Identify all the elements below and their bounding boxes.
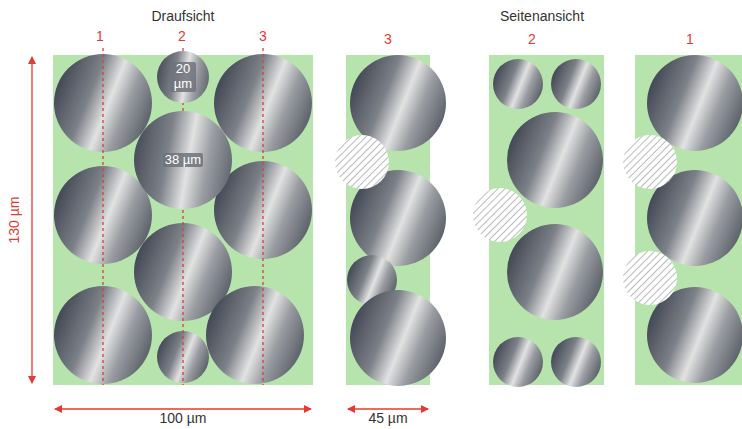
section-number: 2 <box>178 29 186 44</box>
section-number: 1 <box>96 29 104 44</box>
dimension-label: 45 µm <box>368 412 407 427</box>
section-number: 3 <box>384 32 392 47</box>
size-label: 20 µm <box>170 62 196 92</box>
small-particle: 20 µm <box>157 51 209 103</box>
size-label: 38 µm <box>163 153 203 168</box>
view-title: Draufsicht <box>151 9 214 24</box>
section-number: 2 <box>528 32 536 47</box>
dimension-label: 100 µm <box>160 412 207 427</box>
view-title: Seitenansicht <box>500 9 584 24</box>
large-particle: 38 µm <box>134 111 232 209</box>
dimension-label: 130 µm <box>7 197 22 244</box>
section-number: 1 <box>686 32 694 47</box>
section-number: 3 <box>259 29 267 44</box>
